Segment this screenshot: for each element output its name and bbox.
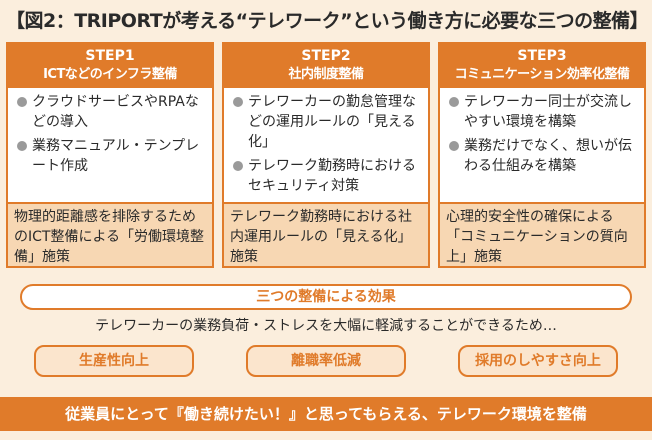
bullet-item: テレワーカー同士が交流しやすい環境を構築 <box>448 92 638 132</box>
bullet-dot-icon <box>17 97 27 107</box>
conclusion-banner: 従業員にとって『働き続けたい！』と思ってもらえる、テレワーク環境を整備 <box>0 397 652 431</box>
bullet-text: テレワーク勤務時におけるセキュリティ対策 <box>248 158 416 194</box>
step-card-3: STEP3 コミュニケーション効率化整備 テレワーカー同士が交流しやすい環境を構… <box>438 42 646 268</box>
step-number: STEP2 <box>301 48 351 64</box>
step-bullets: テレワーカーの勤怠管理などの運用ルールの「見える化」 テレワーク勤務時におけるセ… <box>224 88 428 202</box>
step-summary: 心理的安全性の確保による「コミュニケーションの質向上」施策 <box>440 202 644 266</box>
bullet-item: テレワーク勤務時におけるセキュリティ対策 <box>232 156 422 196</box>
step-title: コミュニケーション効率化整備 <box>454 67 630 82</box>
effect-recruiting: 採用のしやすさ向上 <box>458 345 618 377</box>
step-title: ICTなどのインフラ整備 <box>43 67 177 82</box>
step-number: STEP3 <box>517 48 567 64</box>
step-title: 社内制度整備 <box>288 67 364 82</box>
bullet-item: クラウドサービスやRPAなどの導入 <box>16 92 206 132</box>
bullet-item: 業務だけでなく、想いが伝わる仕組みを構築 <box>448 136 638 176</box>
bullet-item: テレワーカーの勤怠管理などの運用ルールの「見える化」 <box>232 92 422 152</box>
step-summary: テレワーク勤務時における社内運用ルールの「見える化」施策 <box>224 202 428 266</box>
bullet-dot-icon <box>233 161 243 171</box>
figure-title: 【図2：TRIPORTが考える“テレワーク”という働き方に必要な三つの整備】 <box>6 10 649 32</box>
effects-header: 三つの整備による効果 <box>20 284 632 310</box>
step-card-1: STEP1 ICTなどのインフラ整備 クラウドサービスやRPAなどの導入 業務マ… <box>6 42 214 268</box>
step-summary: 物理的距離感を排除するためのICT整備による「労働環境整備」施策 <box>8 202 212 266</box>
bullet-dot-icon <box>449 141 459 151</box>
effect-turnover: 離職率低減 <box>246 345 406 377</box>
step-bullets: クラウドサービスやRPAなどの導入 業務マニュアル・テンプレート作成 <box>8 88 212 202</box>
step-bullets: テレワーカー同士が交流しやすい環境を構築 業務だけでなく、想いが伝わる仕組みを構… <box>440 88 644 202</box>
step-header: STEP1 ICTなどのインフラ整備 <box>8 44 212 88</box>
bullet-text: 業務マニュアル・テンプレート作成 <box>32 138 200 174</box>
step-number: STEP1 <box>85 48 135 64</box>
bullet-dot-icon <box>233 97 243 107</box>
bullet-text: テレワーカー同士が交流しやすい環境を構築 <box>464 94 632 130</box>
bullet-text: テレワーカーの勤怠管理などの運用ルールの「見える化」 <box>248 94 416 150</box>
bullet-text: クラウドサービスやRPAなどの導入 <box>32 94 199 130</box>
effects-description: テレワーカーの業務負荷・ストレスを大幅に軽減することができるため… <box>95 318 557 334</box>
step-header: STEP3 コミュニケーション効率化整備 <box>440 44 644 88</box>
step-header: STEP2 社内制度整備 <box>224 44 428 88</box>
bullet-dot-icon <box>449 97 459 107</box>
bullet-text: 業務だけでなく、想いが伝わる仕組みを構築 <box>464 138 632 174</box>
bullet-item: 業務マニュアル・テンプレート作成 <box>16 136 206 176</box>
effect-productivity: 生産性向上 <box>34 345 194 377</box>
bullet-dot-icon <box>17 141 27 151</box>
step-card-2: STEP2 社内制度整備 テレワーカーの勤怠管理などの運用ルールの「見える化」 … <box>222 42 430 268</box>
